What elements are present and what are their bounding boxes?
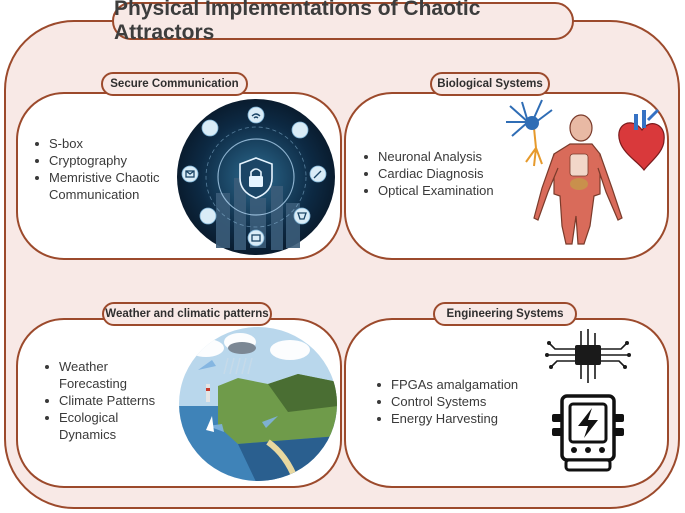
list-secure-communication: S-box Cryptography Memristive Chaotic Co… <box>33 135 163 203</box>
diagram-title: Physical Implementations of Chaotic Attr… <box>112 0 574 44</box>
list-item: FPGAs amalgamation <box>375 376 525 393</box>
list-biological-systems: Neuronal Analysis Cardiac Diagnosis Opti… <box>362 148 512 199</box>
list-item: Cryptography <box>33 152 163 169</box>
panel-biological-systems <box>344 92 669 260</box>
shield-lock-icon <box>239 157 273 199</box>
label-weather-climatic: Weather and climatic patterns <box>102 302 272 326</box>
label-secure-communication: Secure Communication <box>101 72 248 96</box>
battery-lightning-icon <box>552 394 624 472</box>
list-item: S-box <box>33 135 163 152</box>
heart-icon <box>618 108 665 171</box>
neuron-icon <box>506 99 553 167</box>
cyber-security-image <box>177 99 335 255</box>
list-item: Weather Forecasting <box>43 358 168 392</box>
human-body-icon <box>533 114 623 245</box>
microchip-icon <box>545 329 631 383</box>
list-item: Neuronal Analysis <box>362 148 512 165</box>
label-engineering-systems: Engineering Systems <box>433 302 577 326</box>
list-weather-climatic: Weather Forecasting Climate Patterns Eco… <box>43 358 168 443</box>
list-item: Ecological Dynamics <box>43 409 168 443</box>
list-item: Energy Harvesting <box>375 410 525 427</box>
list-item: Cardiac Diagnosis <box>362 165 512 182</box>
label-biological-systems: Biological Systems <box>430 72 550 96</box>
list-engineering-systems: FPGAs amalgamation Control Systems Energ… <box>375 376 525 427</box>
list-item: Climate Patterns <box>43 392 168 409</box>
list-item: Memristive Chaotic Communication <box>33 169 163 203</box>
list-item: Optical Examination <box>362 182 512 199</box>
anatomy-illustration <box>506 99 665 245</box>
climate-cycle-image <box>179 327 337 481</box>
list-item: Control Systems <box>375 393 525 410</box>
